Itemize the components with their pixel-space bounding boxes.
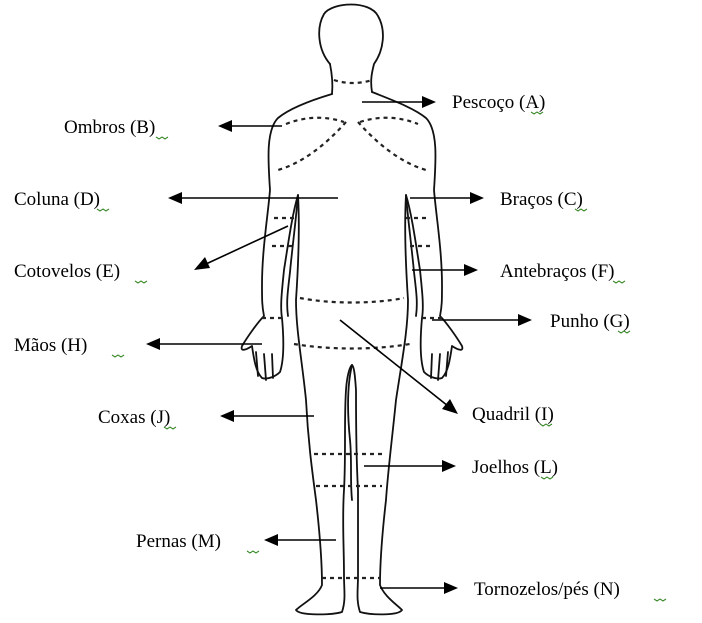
- left-hand-fingers: [256, 352, 273, 380]
- arrows: [146, 96, 532, 594]
- arrow-d-head: [168, 192, 182, 204]
- label-pescoco: Pescoço (A): [452, 92, 545, 113]
- arrow-h-head: [146, 338, 160, 350]
- arrow-n-head: [444, 582, 458, 594]
- labels: Pescoço (A) Ombros (B) Braços (C) Coluna…: [14, 92, 630, 600]
- body-right-side: [352, 92, 462, 614]
- squiggle-n: [654, 599, 666, 601]
- squiggle-f: [613, 281, 625, 283]
- arrow-g-head: [518, 314, 532, 326]
- body-left-side: [242, 94, 352, 614]
- arrow-a-head: [422, 96, 436, 108]
- arrow-c-head: [470, 192, 484, 204]
- body-outline: [242, 5, 463, 615]
- label-pernas: Pernas (M): [136, 531, 221, 552]
- shoulder-line-right: [360, 118, 418, 124]
- label-bracos: Braços (C): [500, 189, 583, 210]
- shoulder-line-left: [286, 118, 344, 124]
- right-hand-fingers: [431, 352, 448, 380]
- label-cotovelos: Cotovelos (E): [14, 261, 120, 282]
- label-maos: Mãos (H): [14, 335, 87, 356]
- waist-line: [300, 298, 404, 303]
- label-coxas: Coxas (J): [98, 407, 170, 428]
- arrow-j-head: [220, 410, 234, 422]
- label-ombros: Ombros (B): [64, 117, 155, 138]
- label-tornozelos: Tornozelos/pés (N): [474, 579, 620, 600]
- arrow-l-head: [442, 460, 456, 472]
- head-outline: [319, 5, 383, 93]
- arrow-f-head: [464, 264, 478, 276]
- squiggle-m: [247, 551, 259, 553]
- label-coluna: Coluna (D): [14, 189, 100, 210]
- neck-line: [334, 80, 372, 83]
- leg-separation: [348, 365, 352, 500]
- label-punho: Punho (G): [550, 311, 630, 332]
- arrow-m-head: [264, 534, 278, 546]
- hip-line: [294, 344, 410, 349]
- squiggle-b: [156, 137, 168, 139]
- back-line-right: [358, 122, 426, 170]
- arrow-e-head: [194, 257, 210, 270]
- arrow-i-head: [442, 399, 458, 414]
- label-quadril: Quadril (I): [472, 404, 554, 425]
- squiggle-e: [135, 281, 147, 283]
- spellcheck-squiggles: [97, 112, 666, 601]
- label-joelhos: Joelhos (L): [472, 457, 558, 478]
- label-antebracos: Antebraços (F): [500, 261, 615, 282]
- arrow-b-head: [218, 120, 232, 132]
- back-line-left: [278, 122, 346, 170]
- squiggle-h: [112, 355, 124, 357]
- neck-left: [330, 64, 332, 94]
